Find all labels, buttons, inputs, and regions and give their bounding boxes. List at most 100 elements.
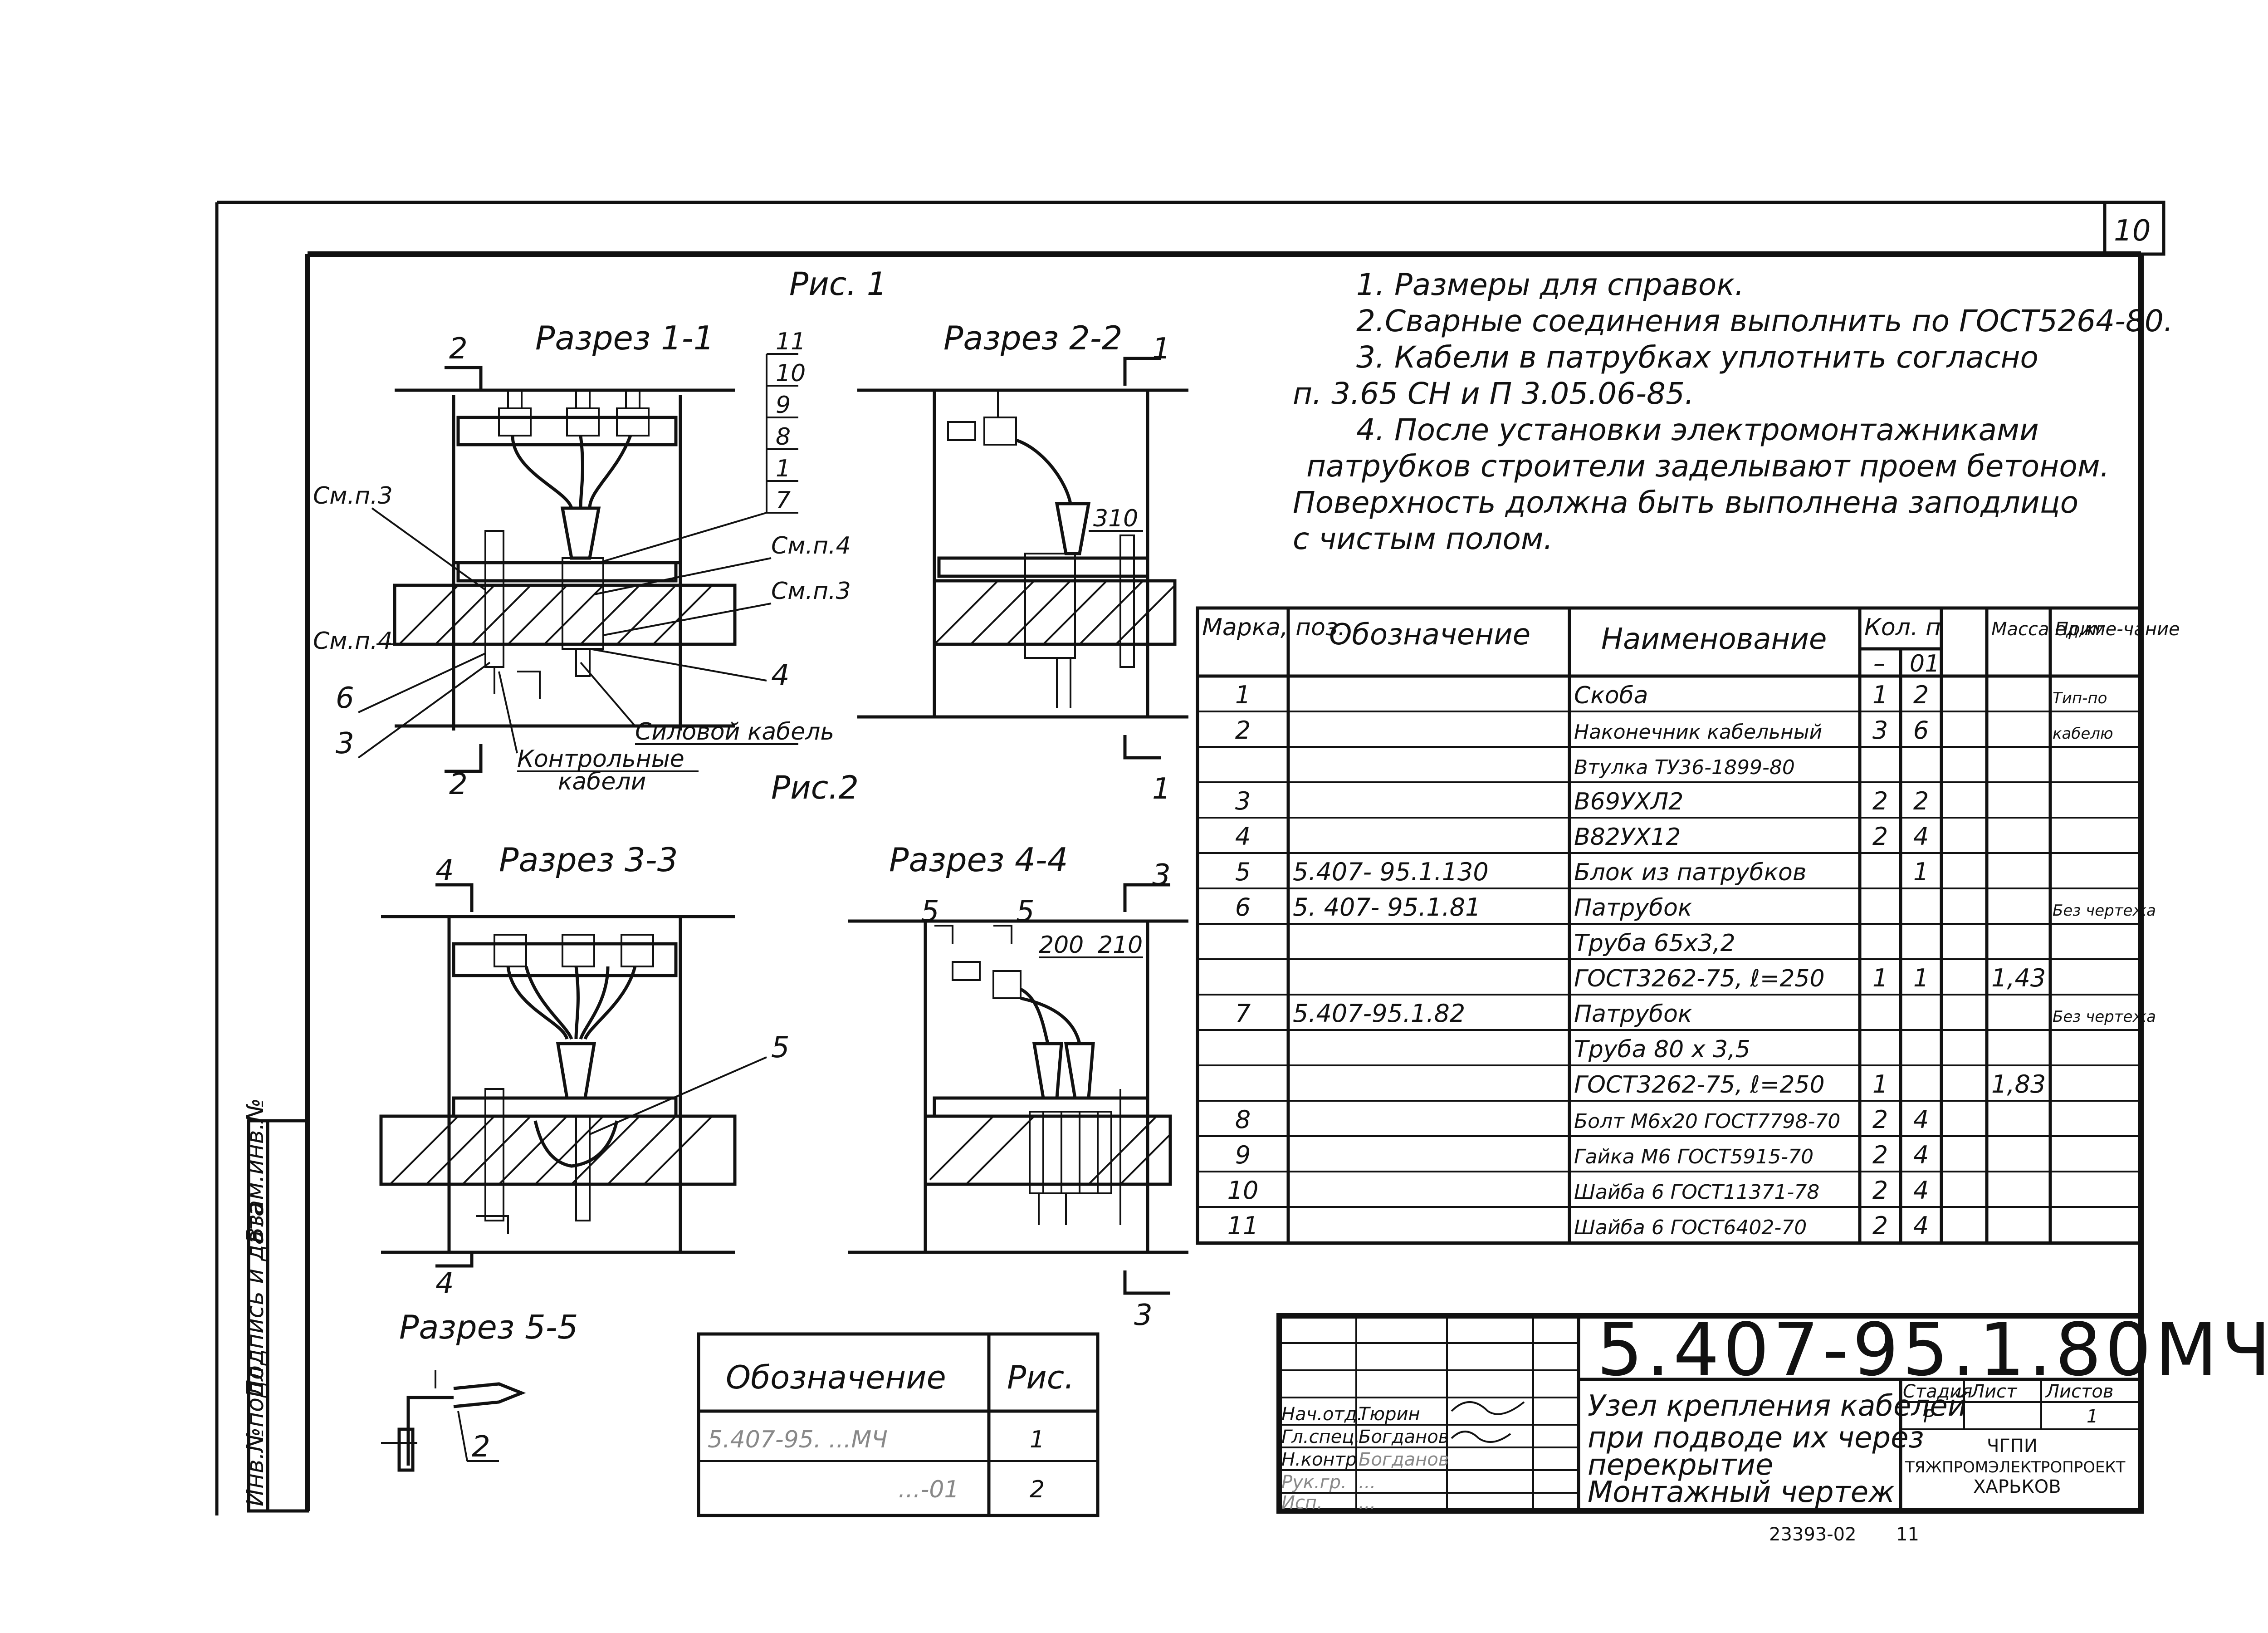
footer-sheet: 11: [1896, 1524, 1919, 1545]
footer-code: 23393-02: [1769, 1524, 1857, 1545]
spec-header-qty: Кол. п: [1864, 614, 1941, 641]
spec-cell-name: Патрубок: [1574, 894, 1692, 922]
slab-hatch-2-2: [934, 580, 1176, 645]
fig-table-row1-fig: 1: [1030, 1426, 1045, 1453]
see-p3-right: См.п.3: [771, 578, 851, 605]
spec-cell-name: Шайба 6 ГОСТ6402-70: [1574, 1216, 1807, 1239]
spec-cell-q1: 2: [1872, 1141, 1888, 1169]
org-line3: ХАРЬКОВ: [1973, 1476, 2061, 1497]
see-p4-left: См.п.4: [313, 628, 393, 655]
spec-table: Марка, поз. Обозначение Наименование Кол…: [1196, 606, 2180, 1245]
spec-cell-name: Гайка М6 ГОСТ5915-70: [1574, 1145, 1813, 1168]
spec-cell-note: Без чертежа: [2053, 1008, 2156, 1026]
spec-cell-q1: 2: [1872, 1105, 1888, 1134]
fig1-label: Рис. 1: [789, 265, 887, 303]
signer-role-3: Н.контр: [1281, 1449, 1357, 1470]
spec-header-designation: Обозначение: [1329, 618, 1530, 652]
signer-name-5: ...: [1359, 1492, 1376, 1513]
note-1: 1. Размеры для справок.: [1356, 267, 1744, 302]
dim-200: 200: [1039, 932, 1084, 959]
fig-table-row2-designation: ...-01: [898, 1476, 959, 1503]
layer-callouts: 11 10 9 8 1 7: [598, 328, 806, 564]
callout-4: 4: [771, 659, 790, 692]
dim-210: 210: [1098, 932, 1143, 959]
fig-table-header-fig: Рис.: [1007, 1359, 1074, 1396]
spec-cell-q2: 4: [1913, 822, 1929, 851]
section-2-2-title: Разрез 2-2: [943, 319, 1123, 357]
layer-1: 1: [776, 455, 791, 482]
control-cables-line2: кабели: [558, 768, 646, 795]
spec-cell-q1: 2: [1872, 1211, 1888, 1240]
spec-header-mark: Марка, поз.: [1202, 614, 1345, 641]
signer-name-1: Тюрин: [1359, 1404, 1420, 1425]
note-4: 4. После установки электромонтажниками: [1356, 412, 2039, 447]
document-code: 5.407-95.1.80МЧ: [1597, 1307, 2268, 1392]
section-3-3: Разрез 3-3 4 4: [379, 841, 790, 1300]
spec-cell-mark: 3: [1235, 787, 1251, 815]
spec-cell-name: Шайба 6 ГОСТ11371-78: [1574, 1181, 1819, 1204]
note-3b: п. 3.65 СН и П 3.05.06-85.: [1293, 376, 1694, 411]
spec-cell-name: Патрубок: [1574, 1000, 1692, 1028]
spec-cell-name: В69УХЛ2: [1574, 788, 1683, 815]
spec-cell-designation: 5. 407- 95.1.81: [1293, 893, 1481, 922]
spec-cell-q2: 4: [1913, 1211, 1929, 1240]
spec-cell-mass: 1,43: [1991, 964, 2046, 992]
signer-name-4: ...: [1359, 1472, 1376, 1493]
spec-header-qty-01: 01: [1910, 650, 1940, 677]
signer-name-2: Богданов: [1359, 1427, 1449, 1447]
note-4b: патрубков строители заделывают проем бет…: [1306, 449, 2109, 484]
signer-role-1: Нач.отд.: [1281, 1404, 1363, 1425]
section-4-4-title: Разрез 4-4: [889, 841, 1068, 879]
slab-hatch-3-3: [389, 1115, 713, 1185]
stage-value: Р: [1923, 1406, 1935, 1427]
signer-role-4: Рук.гр.: [1281, 1472, 1347, 1493]
cut-2-bottom: 2: [449, 768, 468, 801]
spec-cell-q1: 1: [1872, 681, 1888, 709]
signature-1: [1451, 1401, 1525, 1415]
spec-cell-note: кабелю: [2053, 725, 2113, 743]
signer-name-3: Богданов: [1359, 1449, 1449, 1470]
spec-cell-mark: 6: [1235, 893, 1251, 922]
section-1-1-title: Разрез 1-1: [535, 319, 714, 357]
spec-cell-q1: 1: [1872, 964, 1888, 992]
spec-cell-name: Болт М6х20 ГОСТ7798-70: [1574, 1110, 1840, 1133]
spec-cell-q2: 2: [1913, 681, 1929, 709]
spec-header-name: Наименование: [1601, 623, 1827, 656]
spec-cell-mark: 11: [1227, 1211, 1259, 1240]
callout-6: 6: [336, 682, 354, 715]
cut-4-bottom: 4: [435, 1267, 454, 1300]
callout-2: 2: [472, 1430, 490, 1464]
cut-3-bottom: 3: [1134, 1299, 1153, 1332]
figure-table: Обозначение Рис. 5.407-95. ...МЧ 1 ...-0…: [697, 1332, 1100, 1517]
signature-2: [1451, 1431, 1511, 1443]
spec-cell-mark: 4: [1235, 822, 1251, 851]
fig-table-row2-fig: 2: [1030, 1476, 1045, 1503]
spec-cell-q1: 2: [1872, 822, 1888, 851]
cut-3-top: 3: [1152, 858, 1171, 892]
section-5-5-title: Разрез 5-5: [399, 1308, 578, 1346]
title-block: 5.407-95.1.80МЧ Узел крепления кабелей п…: [1276, 1307, 2268, 1545]
section-1-1: Разрез 1-1 2 2: [313, 319, 851, 801]
signer-role-5: Исп.: [1281, 1492, 1323, 1513]
cut-1-top: 1: [1152, 332, 1171, 366]
org-line1: ЧГПИ: [1987, 1436, 2038, 1456]
spec-cell-q1: 2: [1872, 1176, 1888, 1205]
title-line1: Узел крепления кабелей: [1588, 1389, 1966, 1423]
spec-cell-q2: 4: [1913, 1141, 1929, 1169]
see-p3-left: См.п.3: [313, 482, 393, 510]
cut-2-top: 2: [449, 332, 468, 366]
note-3: 3. Кабели в патрубках уплотнить согласно: [1356, 340, 2038, 375]
spec-cell-mark: 7: [1235, 999, 1251, 1028]
slab-hatch-1-1: [398, 584, 713, 645]
title-line3: перекрытие: [1588, 1448, 1773, 1482]
note-4d: с чистым полом.: [1293, 521, 1553, 556]
spec-cell-name: ГОСТ3262-75, ℓ=250: [1574, 965, 1825, 992]
spec-cell-note: Тип-по: [2053, 689, 2107, 707]
spec-cell-q1: 3: [1872, 716, 1888, 745]
spec-cell-name: ГОСТ3262-75, ℓ=250: [1574, 1071, 1825, 1098]
cut-1-bottom: 1: [1152, 772, 1171, 806]
see-p4-right: См.п.4: [771, 532, 851, 559]
spec-cell-mark: 8: [1235, 1105, 1251, 1134]
spec-cell-q2: 6: [1913, 716, 1929, 745]
